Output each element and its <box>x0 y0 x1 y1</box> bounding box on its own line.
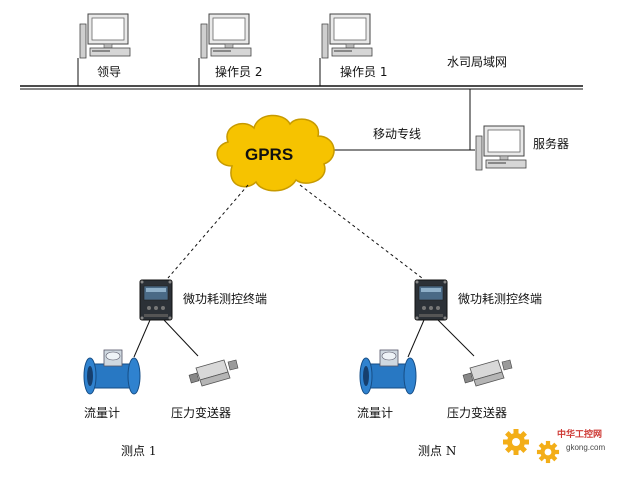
flowmeter-label-site-n: 流量计 <box>357 406 393 420</box>
server-label: 服务器 <box>533 136 569 151</box>
gkong-watermark-logo: 中华工控网 gkong.com <box>503 428 605 464</box>
terminal-icon-site-n <box>414 279 448 321</box>
site-label-1: 测点 1 <box>121 444 156 458</box>
pc-label-operator-1: 操作员 1 <box>340 64 387 79</box>
lan-label: 水司局域网 <box>447 55 507 69</box>
pc-label-operator-2: 操作员 2 <box>215 64 262 79</box>
pressure-transmitter-icon-site-1 <box>188 359 239 387</box>
wireless-link-site-1 <box>167 184 249 279</box>
terminal-label-site-1: 微功耗测控终端 <box>183 291 267 306</box>
gprs-cloud-icon <box>216 114 335 192</box>
flowmeter-icon-site-1 <box>83 349 141 395</box>
dedicated-line-label: 移动专线 <box>373 126 421 141</box>
computer-icon-leader <box>79 13 131 59</box>
pressure-transmitter-icon-site-n <box>462 359 513 387</box>
pressure-label-site-n: 压力变送器 <box>447 405 507 420</box>
computer-icon-operator-2 <box>200 13 252 59</box>
cloud-label: GPRS <box>245 145 293 164</box>
computer-icon-operator-1 <box>321 13 373 59</box>
watermark-brand: 中华工控网 <box>557 428 602 439</box>
site-label-n: 测点 N <box>418 444 456 458</box>
wireless-link-site-n <box>299 184 423 279</box>
terminal-label-site-n: 微功耗测控终端 <box>458 291 542 306</box>
pressure-label-site-1: 压力变送器 <box>171 405 231 420</box>
terminal-icon-site-1 <box>139 279 173 321</box>
server-icon <box>475 125 527 171</box>
flowmeter-icon-site-n <box>359 349 417 395</box>
pc-label-leader: 领导 <box>97 65 121 79</box>
watermark-domain: gkong.com <box>566 443 605 452</box>
flowmeter-label-site-1: 流量计 <box>84 406 120 420</box>
